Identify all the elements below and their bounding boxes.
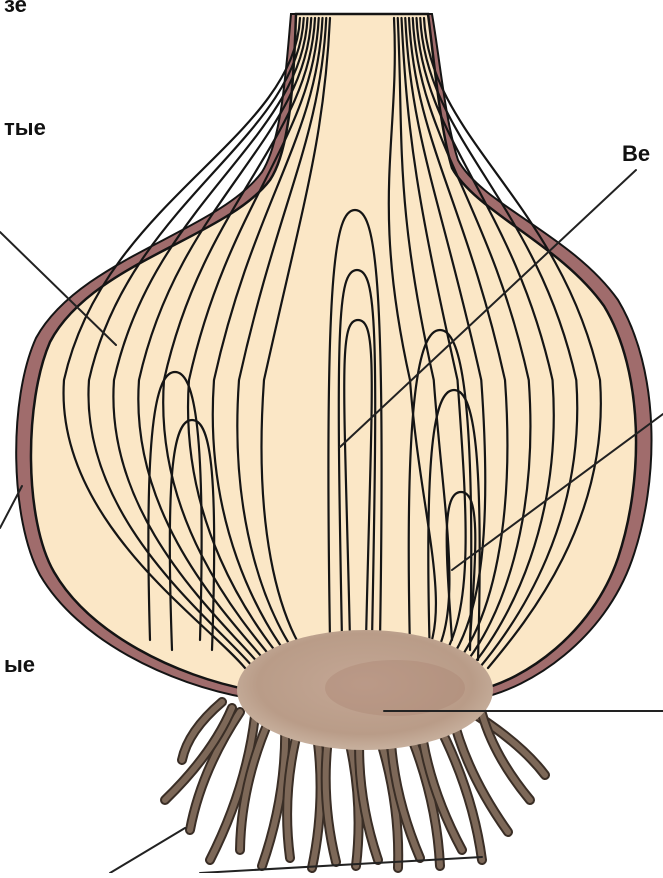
leader-dry-scale	[0, 486, 22, 528]
label-top-left: зе	[4, 0, 27, 16]
label-upper-left: тые	[4, 117, 46, 139]
label-upper-right: Ве	[622, 143, 650, 165]
stem-base-shade	[325, 660, 465, 716]
label-lower-left: ые	[4, 654, 35, 676]
leader-roots-left	[110, 828, 185, 873]
